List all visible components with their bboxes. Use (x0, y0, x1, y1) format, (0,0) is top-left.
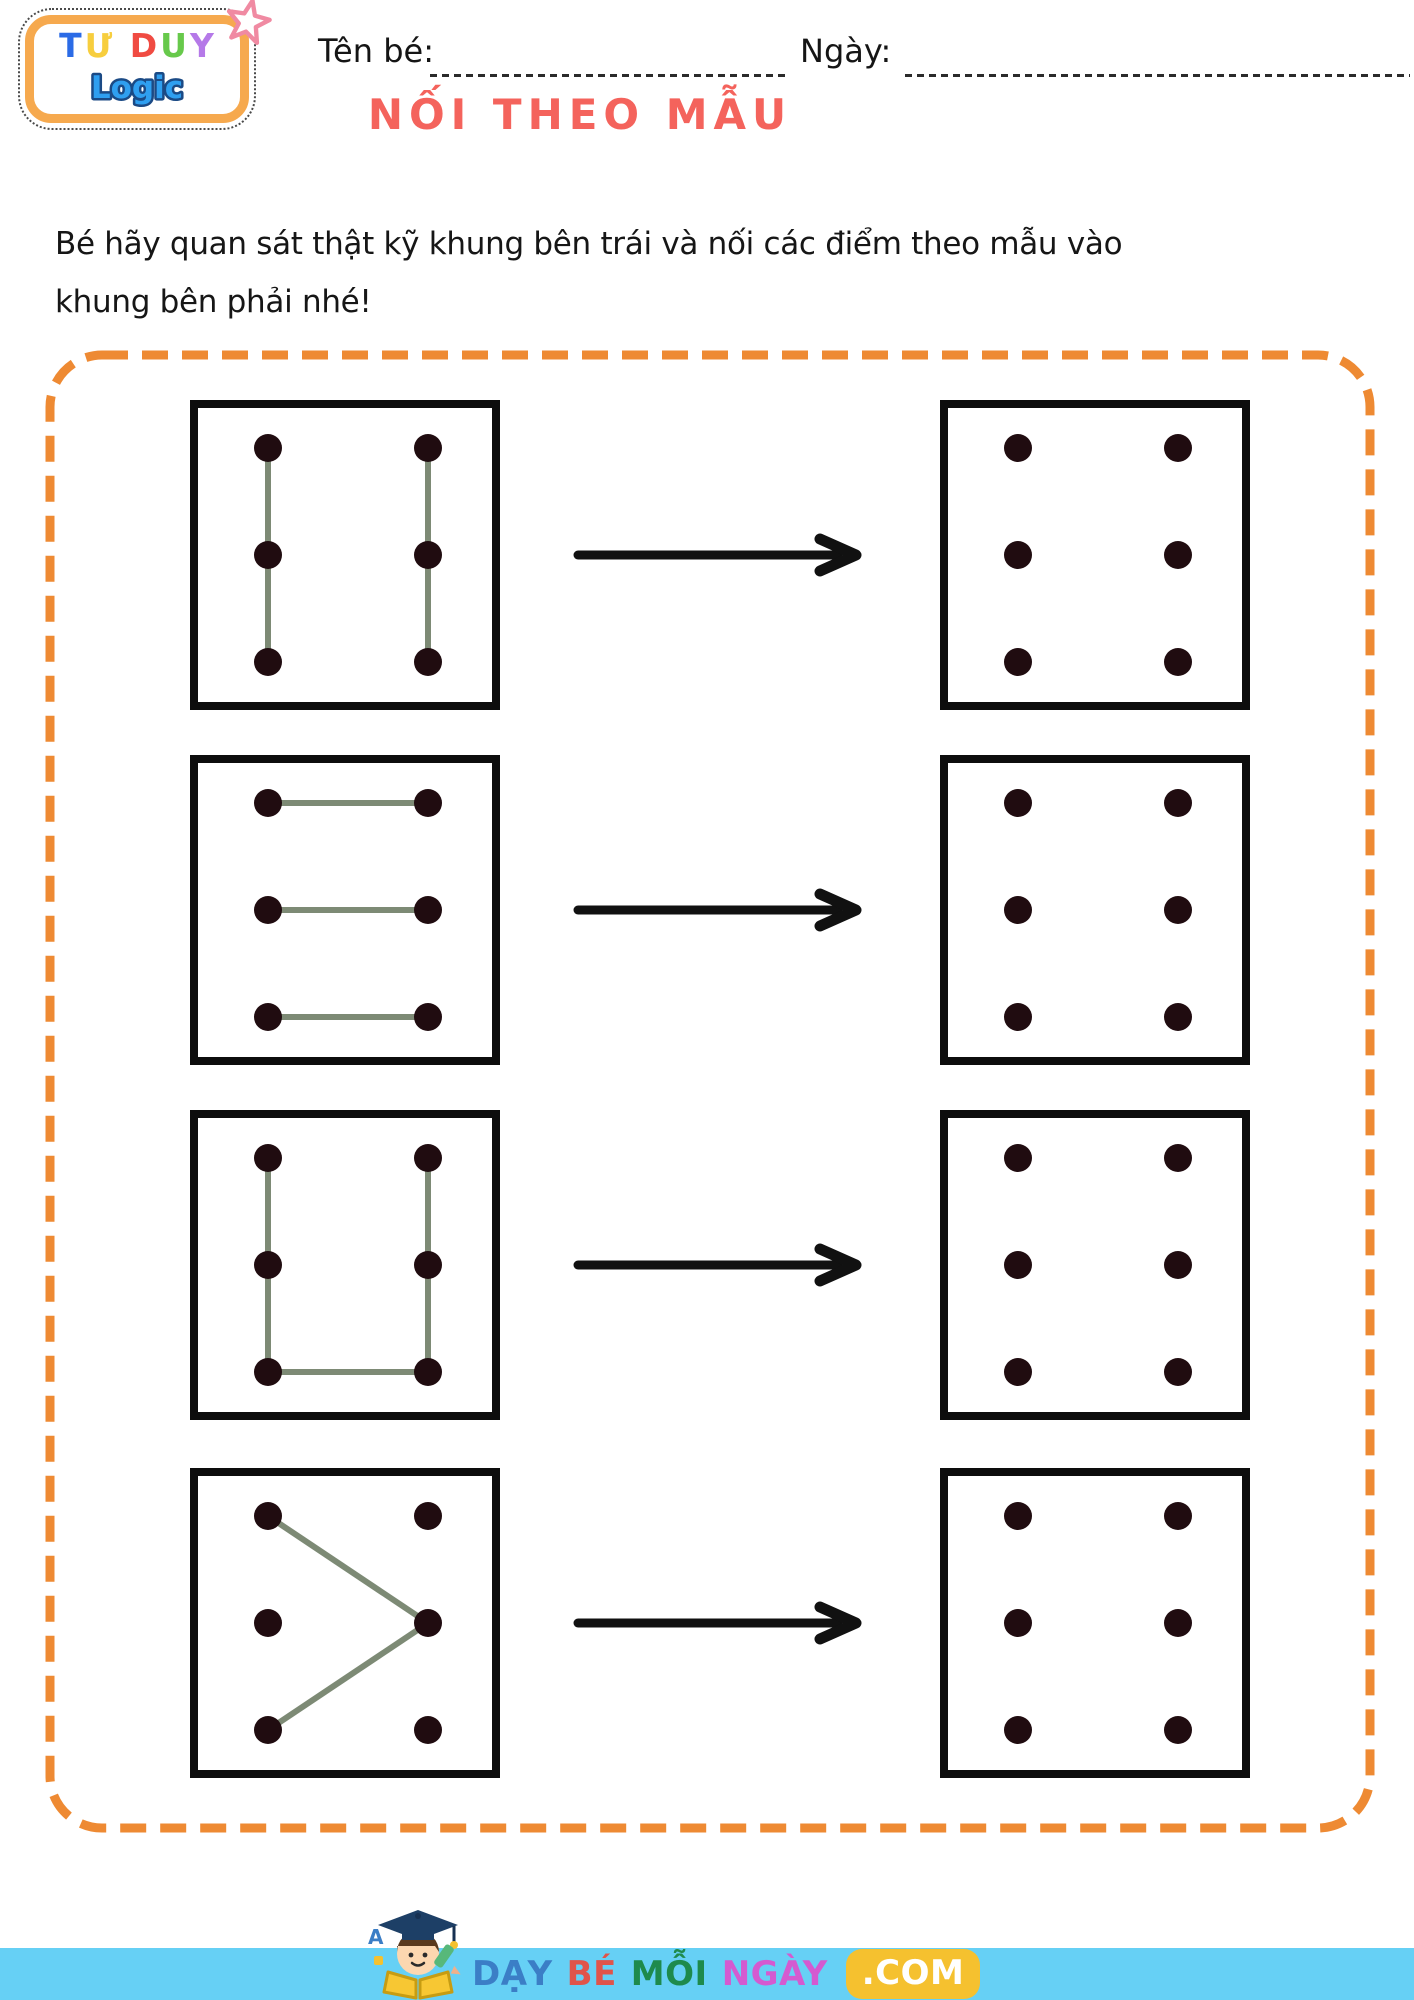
arrow-icon (570, 1243, 870, 1287)
logo-badge: TƯ DUY Logic (18, 0, 272, 130)
footer-bar (0, 1948, 1414, 2000)
page-title: NỐI THEO MẪU (367, 90, 793, 139)
pattern-sample-box-4 (190, 1468, 500, 1778)
logo-title: TƯ DUY (59, 25, 215, 65)
arrow-icon (570, 888, 870, 932)
date-label: Ngày: (800, 32, 892, 70)
footer-com-badge: .COM (845, 1949, 981, 1999)
logo-badge-inner: TƯ DUY Logic (25, 15, 249, 123)
pattern-answer-box-2[interactable] (940, 755, 1250, 1065)
svg-text:A: A (368, 1925, 384, 1949)
pattern-sample-box-1 (190, 400, 500, 710)
arrow-icon (570, 533, 870, 577)
svg-text:Logic: Logic (91, 70, 183, 106)
pattern-answer-box-1[interactable] (940, 400, 1250, 710)
pattern-sample-box-3 (190, 1110, 500, 1420)
activity-frame (45, 350, 1375, 1833)
pattern-answer-box-4[interactable] (940, 1468, 1250, 1778)
logo-subtitle: Logic (88, 67, 185, 108)
mascot-icon: A (368, 1910, 461, 2000)
date-input-line[interactable] (905, 74, 1410, 77)
star-icon (226, 0, 272, 46)
name-label: Tên bé: (318, 32, 434, 70)
instruction-line-1: Bé hãy quan sát thật kỹ khung bên trái v… (55, 226, 1123, 262)
pattern-sample-box-2 (190, 755, 500, 1065)
pattern-answer-box-3[interactable] (940, 1110, 1250, 1420)
arrow-icon (570, 1601, 870, 1645)
instruction-line-2: khung bên phải nhé! (55, 284, 372, 320)
name-input-line[interactable] (430, 74, 786, 77)
